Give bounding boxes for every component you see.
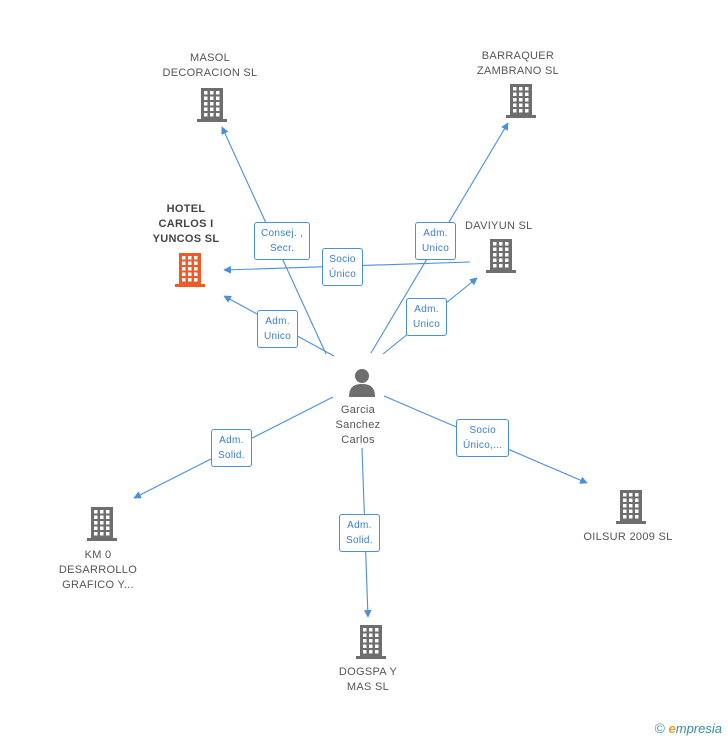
node-label-barraquer[interactable]: BARRAQUER ZAMBRANO SL xyxy=(448,49,588,79)
edge-label-line: Secr. xyxy=(269,243,295,254)
center-label-line: Garcia xyxy=(340,404,376,416)
edge-label-line: Adm. xyxy=(265,316,290,327)
person-icon[interactable] xyxy=(346,366,378,398)
node-label-line: YUNCOS SL xyxy=(152,233,220,245)
building-icon[interactable] xyxy=(175,253,205,287)
node-label-daviyun[interactable]: DAVIYUN SL xyxy=(465,219,605,234)
building-icon[interactable] xyxy=(356,625,386,659)
node-label-line: MAS SL xyxy=(346,681,390,693)
edge-label-km0[interactable]: Adm. Solid. xyxy=(211,429,252,467)
node-label-hotel[interactable]: HOTEL CARLOS I YUNCOS SL xyxy=(116,202,256,247)
edge-label-line: Adm. xyxy=(219,435,244,446)
edge-label-line: Único xyxy=(329,269,357,280)
edge-label-dogspa[interactable]: Adm. Solid. xyxy=(339,514,380,552)
brand-name: mpresia xyxy=(675,721,722,736)
node-label-line: KM 0 xyxy=(84,549,112,561)
edge-label-line: Solid. xyxy=(346,535,373,546)
node-label-line: DAVIYUN SL xyxy=(465,220,533,232)
node-label-line: DESARROLLO xyxy=(58,564,138,576)
edge-label-barraquer[interactable]: Adm. Unico xyxy=(415,222,457,260)
brand-initial: e xyxy=(668,721,676,736)
center-person-label[interactable]: Garcia Sanchez Carlos xyxy=(288,403,428,448)
edge-label-line: Solid. xyxy=(218,450,245,461)
edge-label-oilsur[interactable]: Socio Único,... xyxy=(456,419,510,457)
copyright-symbol: © xyxy=(654,720,665,736)
center-label-line: Carlos xyxy=(341,434,375,446)
node-label-line: DECORACION SL xyxy=(162,67,258,79)
edge-label-line: Adm. xyxy=(347,520,372,531)
node-label-line: BARRAQUER xyxy=(481,50,555,62)
edge-label-hotel[interactable]: Adm. Unico xyxy=(257,310,299,348)
node-label-oilsur[interactable]: OILSUR 2009 SL xyxy=(558,530,698,545)
building-icon[interactable] xyxy=(616,490,646,524)
center-label-line: Sanchez xyxy=(335,419,381,431)
node-label-km0[interactable]: KM 0 DESARROLLO GRAFICO Y... xyxy=(28,548,168,593)
edge-label-line: Único,... xyxy=(463,440,503,451)
node-label-line: HOTEL xyxy=(166,203,206,215)
edge-label-line: Consej. , xyxy=(261,228,304,239)
building-icon[interactable] xyxy=(197,88,227,122)
edge-label-line: Unico xyxy=(413,319,441,330)
node-label-line: OILSUR 2009 SL xyxy=(583,531,673,543)
edge-label-daviyun[interactable]: Adm. Unico xyxy=(406,298,448,336)
footer-brand[interactable]: © empresia xyxy=(655,720,722,736)
edge-label-line: Socio xyxy=(329,254,356,265)
edge-label-line: Adm. xyxy=(414,304,439,315)
node-label-line: MASOL xyxy=(189,52,230,64)
edge-label-daviyun-hotel[interactable]: Socio Único xyxy=(322,248,364,286)
node-label-line: CARLOS I xyxy=(158,218,214,230)
edge-label-line: Adm. xyxy=(423,228,448,239)
building-icon[interactable] xyxy=(486,239,516,273)
edge-label-line: Unico xyxy=(264,331,292,342)
building-icon[interactable] xyxy=(506,84,536,118)
node-label-dogspa[interactable]: DOGSPA Y MAS SL xyxy=(298,665,438,695)
node-label-line: ZAMBRANO SL xyxy=(476,65,560,77)
edge-label-line: Unico xyxy=(422,243,450,254)
node-label-line: DOGSPA Y xyxy=(338,666,398,678)
edge-label-line: Socio xyxy=(469,425,496,436)
edge-label-masol[interactable]: Consej. , Secr. xyxy=(254,222,311,260)
building-icon[interactable] xyxy=(87,507,117,541)
node-label-masol[interactable]: MASOL DECORACION SL xyxy=(140,51,280,81)
node-label-line: GRAFICO Y... xyxy=(62,579,134,591)
